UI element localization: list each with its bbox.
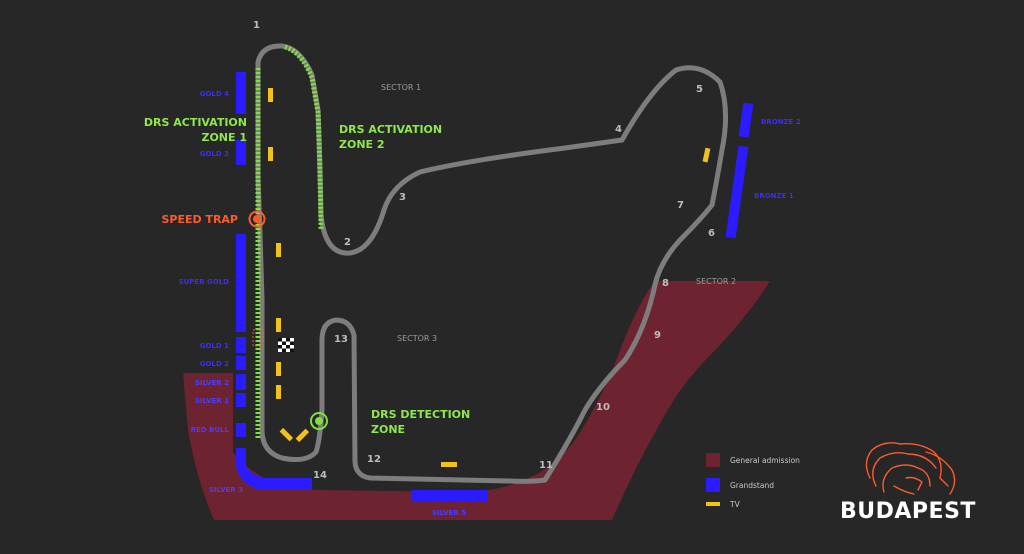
sector-label: SECTOR 3 <box>397 334 437 343</box>
turn-number: 7 <box>677 200 684 211</box>
turn-number: 6 <box>708 228 715 239</box>
grandstand-silver-2[interactable] <box>236 374 246 390</box>
drs-detection-label: ZONE <box>371 423 405 436</box>
checkered-flag-icon <box>278 338 294 352</box>
grandstand-label: BRONZE 1 <box>754 192 794 200</box>
grandstand-label: SILVER 3 <box>209 486 243 494</box>
tv-marker <box>279 427 294 442</box>
grandstand-label: GOLD 2 <box>200 360 229 368</box>
legend: General admission Grandstand TV <box>706 453 800 509</box>
drs-zone-1-label: DRS ACTIVATION <box>144 116 247 129</box>
grandstand-super-gold[interactable] <box>236 234 246 332</box>
grandstand-silver-5[interactable] <box>411 490 488 501</box>
grandstand-silver-3[interactable] <box>236 448 312 490</box>
turn-number: 5 <box>696 84 703 95</box>
turn-number: 8 <box>662 278 669 289</box>
grandstand-label: SUPER GOLD <box>179 278 230 286</box>
grandstand-label: RED BULL <box>191 426 230 434</box>
turn-number: 10 <box>596 402 610 413</box>
turn-number: 3 <box>399 192 406 203</box>
grandstand-silver-1[interactable] <box>236 393 246 407</box>
turn-number: 4 <box>615 124 622 135</box>
legend-swatch-tv <box>706 502 720 506</box>
drs-zone-2-label: DRS ACTIVATION <box>339 123 442 136</box>
drs-zone-2-label: ZONE 2 <box>339 138 385 151</box>
tv-marker <box>268 147 273 161</box>
grandstand-label: SILVER 5 <box>432 509 466 517</box>
lion-head-icon <box>865 442 956 495</box>
grandstand-gold-4[interactable] <box>236 72 246 114</box>
grandstand-label: GOLD 4 <box>200 90 229 98</box>
speed-trap-icon <box>248 210 266 228</box>
turn-number: 13 <box>334 334 348 345</box>
turn-number: 11 <box>539 460 553 471</box>
grandstand-label: SILVER 2 <box>195 379 229 387</box>
drs-detection-label: DRS DETECTION <box>371 408 470 421</box>
turn-number: 2 <box>344 237 351 248</box>
tv-marker <box>276 385 281 399</box>
grandstand-bronze-2[interactable] <box>738 102 754 138</box>
grandstand-gold-1[interactable] <box>236 337 246 353</box>
tv-positions <box>268 88 711 467</box>
start-line-marker <box>252 329 264 347</box>
turn-number: 1 <box>253 20 260 31</box>
legend-swatch-grandstand <box>706 478 720 492</box>
tv-marker <box>276 243 281 257</box>
grandstand-label: SILVER 1 <box>195 397 229 405</box>
turn-numbers: 1 2 3 4 5 6 7 8 9 10 11 12 13 14 <box>253 20 715 481</box>
tv-marker <box>295 428 310 443</box>
race-track <box>255 43 729 484</box>
grandstand-labels: GOLD 4 GOLD 3 SUPER GOLD GOLD 1 GOLD 2 S… <box>179 90 801 517</box>
general-admission-area <box>183 281 770 520</box>
grandstand-gold-3[interactable] <box>236 140 246 165</box>
grandstand-label: BRONZE 2 <box>761 118 801 126</box>
tv-marker <box>276 318 281 332</box>
sector-label: SECTOR 2 <box>696 277 736 286</box>
grandstand-label: GOLD 1 <box>200 342 229 350</box>
speed-trap-label: SPEED TRAP <box>161 213 238 226</box>
grandstand-red-bull[interactable] <box>236 423 246 437</box>
turn-number: 14 <box>313 470 327 481</box>
tv-marker <box>268 88 273 102</box>
brand-name: BUDAPEST <box>840 499 976 524</box>
drs-zone-1-label: ZONE 1 <box>201 131 247 144</box>
turn-number: 9 <box>654 330 661 341</box>
grandstands <box>236 72 754 501</box>
grandstand-gold-2[interactable] <box>236 356 246 370</box>
grandstand-bronze-1[interactable] <box>725 145 749 239</box>
legend-label: General admission <box>730 456 800 465</box>
legend-swatch-general-admission <box>706 453 720 467</box>
turn-number: 12 <box>367 454 381 465</box>
legend-label: Grandstand <box>730 481 774 490</box>
tv-marker <box>702 147 711 163</box>
tv-marker <box>441 462 457 467</box>
grandstand-label: GOLD 3 <box>200 150 229 158</box>
drs-zone-2-line <box>284 44 324 231</box>
sector-label: SECTOR 1 <box>381 83 421 92</box>
legend-label: TV <box>729 500 741 509</box>
drs-detection-icon <box>310 412 328 430</box>
tv-marker <box>276 362 281 376</box>
